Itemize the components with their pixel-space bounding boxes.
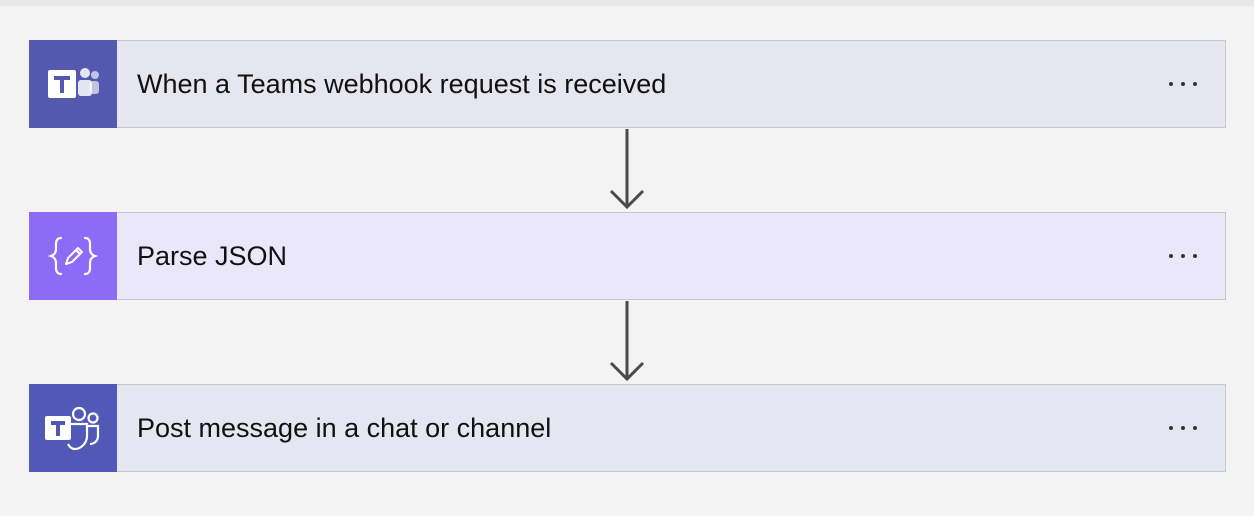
ellipsis-icon — [1169, 254, 1173, 258]
ellipsis-dot — [1181, 82, 1185, 86]
ellipsis-dot — [1193, 426, 1197, 430]
more-options-button[interactable] — [1153, 408, 1213, 448]
step-title: Post message in a chat or channel — [137, 412, 552, 443]
teams-logo-icon — [29, 384, 117, 472]
teams-logo-icon — [29, 40, 117, 128]
ellipsis-icon — [1169, 426, 1173, 430]
flow-step-post-message[interactable]: Post message in a chat or channel — [29, 384, 1226, 472]
canvas-top-border — [0, 0, 1254, 6]
ellipsis-dot — [1181, 254, 1185, 258]
step-title: Parse JSON — [137, 240, 288, 271]
flow-connector-arrow — [609, 301, 645, 382]
json-braces-pencil-icon — [29, 212, 117, 300]
ellipsis-dot — [1181, 426, 1185, 430]
more-options-button[interactable] — [1153, 64, 1213, 104]
flow-step-teams-webhook-trigger[interactable]: When a Teams webhook request is received — [29, 40, 1226, 128]
step-title: When a Teams webhook request is received — [137, 68, 667, 99]
ellipsis-dot — [1193, 254, 1197, 258]
flow-connector-arrow — [609, 129, 645, 210]
ellipsis-icon — [1169, 82, 1173, 86]
more-options-button[interactable] — [1153, 236, 1213, 276]
flow-step-parse-json[interactable]: Parse JSON — [29, 212, 1226, 300]
ellipsis-dot — [1193, 82, 1197, 86]
